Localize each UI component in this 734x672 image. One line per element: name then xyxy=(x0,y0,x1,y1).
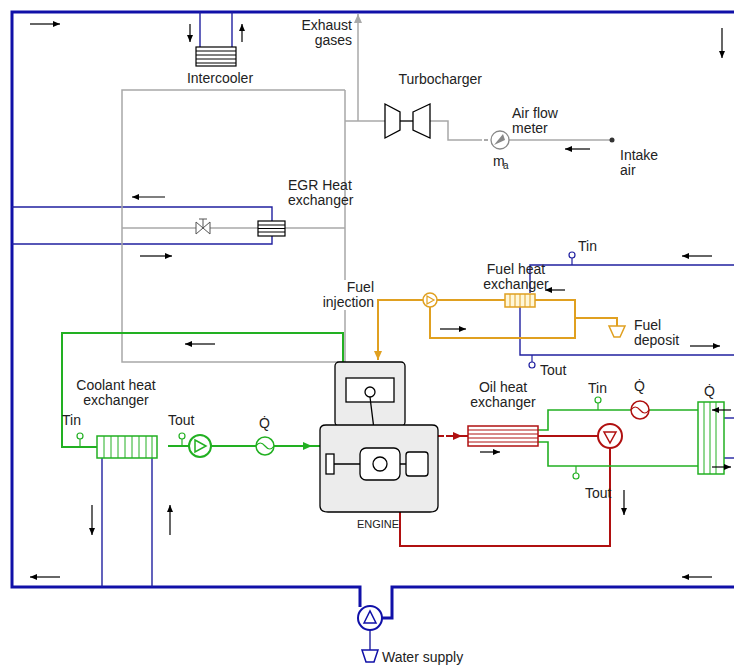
sensor-label: Exhaust gases xyxy=(296,18,352,48)
sensor-label: Intake air xyxy=(620,148,670,178)
pipe-connector xyxy=(378,300,455,360)
sensor-label: Tout xyxy=(168,413,194,428)
component-label: a xyxy=(503,160,513,172)
component-label: Intercooler xyxy=(180,71,260,86)
component-label: Water supply xyxy=(382,650,476,665)
component-label: Air flow meter xyxy=(512,106,568,136)
sensor-label: Tout xyxy=(540,363,566,378)
component-node: Oil heat exchanger xyxy=(462,380,546,450)
component-node: Air flow meterma xyxy=(488,104,570,174)
component-node: Fuel heat exchanger xyxy=(455,262,577,310)
component-label: EGR Heat exchanger xyxy=(288,178,388,208)
component-node: Intercooler xyxy=(180,40,262,90)
sensor-label: Tin xyxy=(588,381,607,396)
component-label: Oil heat exchanger xyxy=(462,380,544,410)
component-node: EGR Heat exchanger xyxy=(250,176,390,242)
sensor-label: Q̇ xyxy=(704,384,715,399)
sensor-label: Q̇ xyxy=(634,379,645,394)
connector-label: Fuel injection xyxy=(312,280,374,310)
component-node: Fuel deposit xyxy=(606,312,690,352)
component-label: Coolant heat exchanger xyxy=(66,378,166,408)
pipe-connector xyxy=(484,139,488,141)
sensor-label: Q̇ xyxy=(259,416,270,431)
sensor-label: Tin xyxy=(62,413,81,428)
component-label: Turbocharger xyxy=(370,72,482,87)
sensor-label: Tin xyxy=(578,239,597,254)
component-label: ENGINE xyxy=(312,518,444,531)
component-node: Water supply xyxy=(356,645,478,670)
component-node: Coolant heat exchanger xyxy=(66,378,168,462)
component-node: Turbocharger xyxy=(370,72,484,142)
component-label: Fuel heat exchanger xyxy=(473,262,559,292)
component-label: Fuel deposit xyxy=(634,318,688,348)
pipe-connector xyxy=(446,435,462,437)
component-node: ENGINE xyxy=(312,360,446,542)
sensor-label: Tout xyxy=(585,486,611,501)
